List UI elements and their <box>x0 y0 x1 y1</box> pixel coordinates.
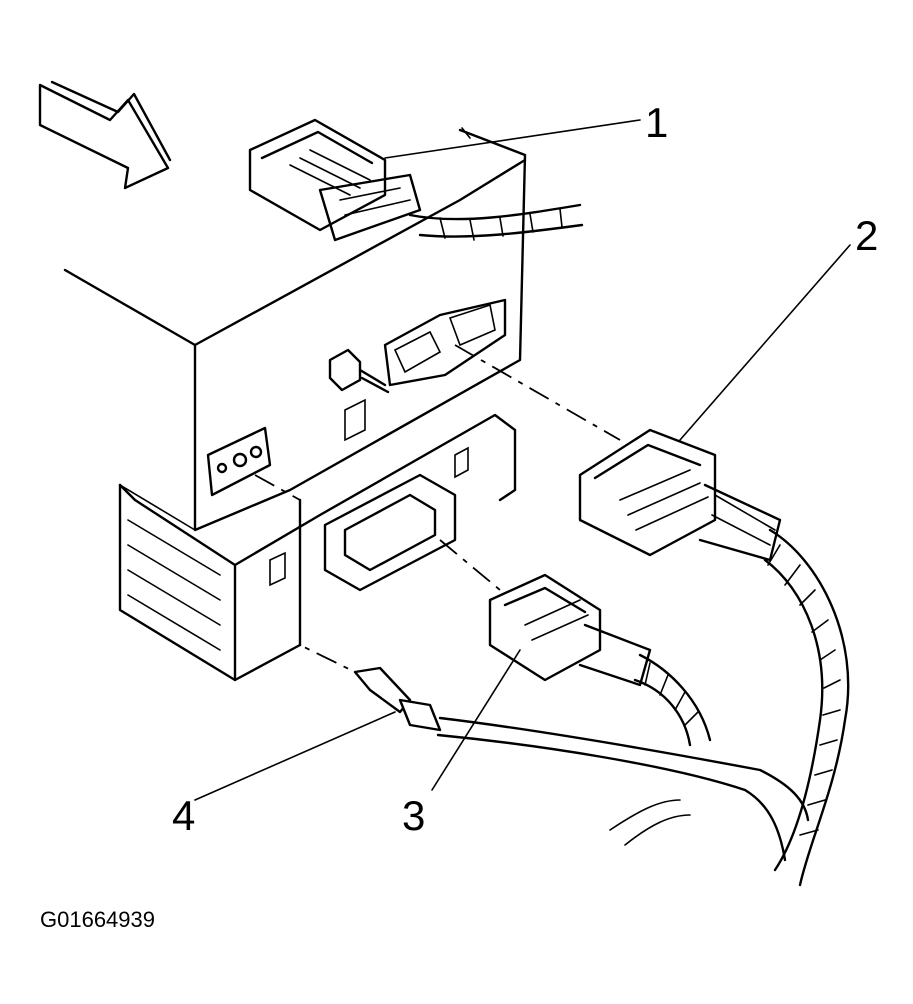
figure-id: G01664939 <box>40 907 155 932</box>
connector-2 <box>578 428 782 562</box>
leader-lines <box>194 119 851 801</box>
callout-4: 4 <box>172 792 195 839</box>
callout-1: 1 <box>645 99 668 146</box>
connector-1 <box>248 118 422 242</box>
module-housing <box>63 128 527 532</box>
mounting-bracket <box>118 348 517 682</box>
callout-3: 3 <box>402 792 425 839</box>
connector-4 <box>353 666 442 732</box>
direction-arrow-icon <box>38 80 172 190</box>
callout-2: 2 <box>855 212 878 259</box>
alignment-lines <box>254 344 621 673</box>
connector-3 <box>488 573 652 687</box>
wiring-harness <box>408 203 850 887</box>
socket-2 <box>383 298 507 387</box>
